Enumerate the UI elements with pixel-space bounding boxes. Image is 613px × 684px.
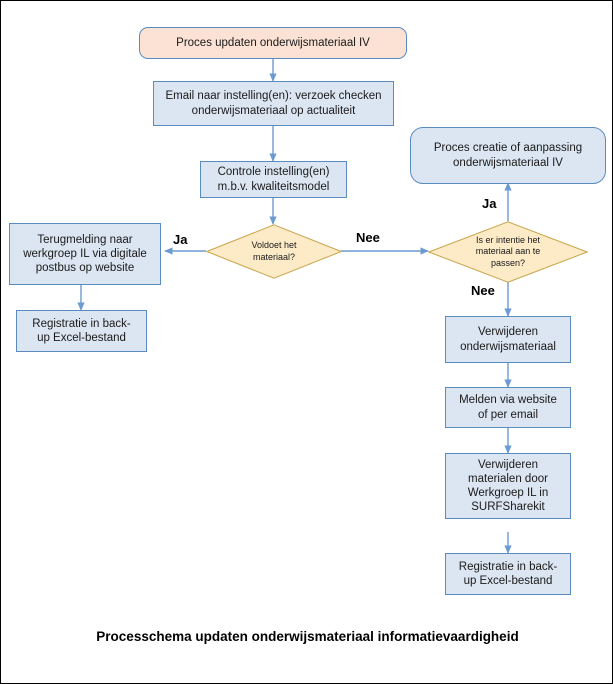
node-terugmelding-werkgroep[interactable]: Terugmelding naar werkgroep IL via digit… <box>9 223 161 285</box>
edge-label-ja-right: Ja <box>482 196 497 211</box>
node-email-instellingen[interactable]: Email naar instelling(en): verzoek check… <box>153 81 394 126</box>
node-proces-creatie-aanpassing[interactable]: Proces creatie of aanpassing onderwijsma… <box>410 127 606 184</box>
node-melden-via-website[interactable]: Melden via website of per email <box>445 387 571 428</box>
diamond-shape-intentie <box>428 221 588 283</box>
node-controle-instellingen[interactable]: Controle instelling(en) m.b.v. kwaliteit… <box>200 161 347 198</box>
node-start-proces-updaten[interactable]: Proces updaten onderwijsmateriaal IV <box>139 27 407 59</box>
diagram-caption: Processchema updaten onderwijsmateriaal … <box>96 629 519 644</box>
edge-label-nee-right: Nee <box>471 283 495 298</box>
decision-is-er-intentie[interactable]: Is er intentie het materiaal aan te pass… <box>428 221 588 283</box>
node-verwijderen-onderwijsmateriaal[interactable]: Verwijderen onderwijsmateriaal <box>445 316 571 363</box>
node-registratie-backup-right[interactable]: Registratie in back- up Excel-bestand <box>445 553 571 595</box>
edge-label-ja-left: Ja <box>173 232 188 247</box>
node-verwijderen-materialen-surfsharekit[interactable]: Verwijderen materialen door Werkgroep IL… <box>445 453 571 519</box>
decision-voldoet-het-materiaal[interactable]: Voldoet het materiaal? <box>206 224 342 279</box>
diamond-shape-voldoet <box>206 224 342 279</box>
edge-label-nee-middle: Nee <box>356 230 380 245</box>
node-registratie-backup-left[interactable]: Registratie in back- up Excel-bestand <box>16 310 147 352</box>
